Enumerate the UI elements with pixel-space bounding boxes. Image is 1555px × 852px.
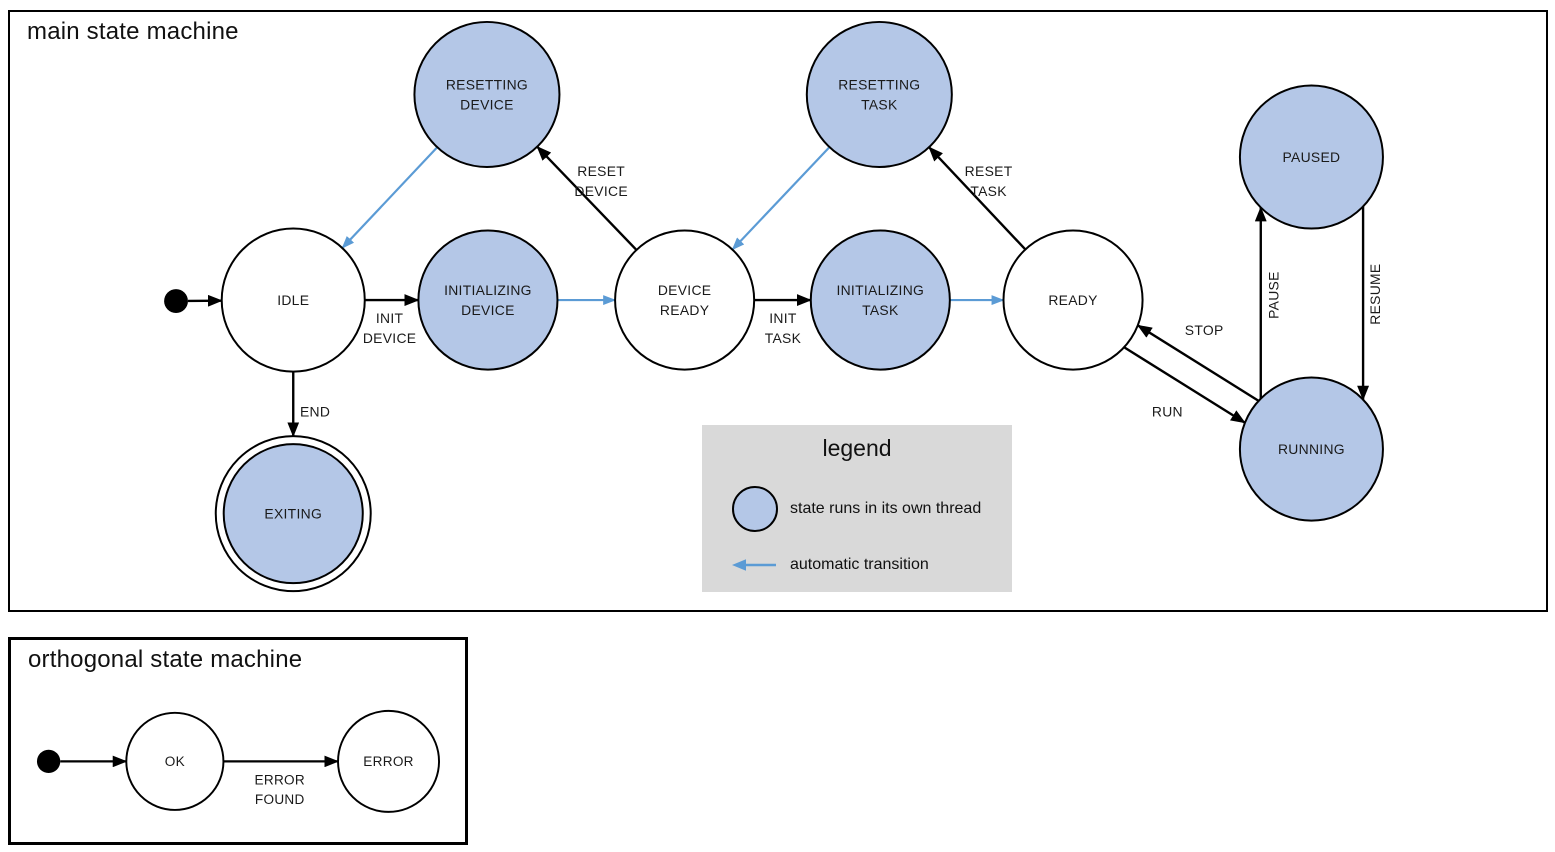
- state-exiting: EXITING: [214, 435, 372, 593]
- transition-label-line: RUN: [1152, 403, 1183, 419]
- state-label-line: RUNNING: [1278, 441, 1345, 457]
- initial-state-dot: [36, 749, 61, 774]
- state-label-line: PAUSED: [1282, 149, 1340, 165]
- transition-label-line: RESET: [577, 163, 625, 179]
- transition-label-line: TASK: [970, 183, 1007, 199]
- state-label-line: READY: [660, 302, 709, 318]
- state-circle-initializing-device: [417, 229, 559, 371]
- state-resetting-device: RESETTING DEVICE: [413, 20, 561, 168]
- state-label-line: DEVICE: [460, 96, 514, 112]
- transition-label-idle-exiting: END: [300, 403, 330, 419]
- state-circle-paused: [1238, 84, 1384, 230]
- state-label-line: OK: [165, 754, 185, 769]
- state-circle-idle: [220, 227, 366, 373]
- transition-label-ready-running: RUN: [1152, 403, 1183, 419]
- transition-label-running-ready: STOP: [1185, 322, 1224, 338]
- state-circle-ready: [1002, 229, 1144, 371]
- transition-label-idle-initializing-device: INIT DEVICE: [363, 310, 417, 346]
- state-running: RUNNING: [1238, 376, 1384, 522]
- state-label-line: DEVICE: [658, 282, 712, 298]
- state-initializing-task: INITIALIZING TASK: [809, 229, 951, 371]
- legend-item-threaded-state: state runs in its own thread: [702, 486, 1012, 532]
- main-state-machine-diagram: IDLE INITIALIZING DEVICE DEVICE READY INITIAL…: [164, 20, 1384, 593]
- legend-item-label: automatic transition: [790, 556, 929, 573]
- state-label-line: ERROR: [363, 754, 414, 769]
- state-circle-device-ready: [614, 229, 756, 371]
- transition-ready-to-running: [1123, 346, 1246, 424]
- state-label-line: EXITING: [264, 506, 322, 522]
- state-label-line: READY: [1048, 292, 1097, 308]
- transition-label-line: ERROR: [255, 772, 305, 787]
- final-state-inner-circle: [222, 443, 364, 585]
- transition-label-ready-resetting-task: RESET TASK: [965, 163, 1013, 199]
- state-initializing-device: INITIALIZING DEVICE: [417, 229, 559, 371]
- transition-label-ok-error: ERROR FOUND: [255, 772, 305, 806]
- transition-label-line: END: [300, 403, 330, 419]
- state-ok: OK: [125, 711, 225, 811]
- state-resetting-task: RESETTING TASK: [805, 20, 953, 168]
- legend-item-label: state runs in its own thread: [790, 500, 982, 517]
- legend-title: legend: [822, 435, 892, 461]
- transition-label-line: FOUND: [255, 792, 305, 807]
- state-device-ready: DEVICE READY: [614, 229, 756, 371]
- transition-running-to-ready: [1136, 324, 1260, 402]
- transition-label-device-ready-resetting-device: RESET DEVICE: [574, 163, 628, 199]
- state-label-line: TASK: [861, 96, 898, 112]
- state-circle-error: [337, 709, 440, 813]
- legend-box: legend state runs in its own thread auto…: [702, 425, 1012, 592]
- transition-label-line: INIT: [376, 310, 404, 326]
- initial-state-dot: [164, 289, 188, 313]
- orthogonal-state-machine-panel: OK ERROR ERROR FOUND orthogonal state machi…: [8, 637, 468, 845]
- transition-device-ready-to-resetting-device: [536, 145, 638, 251]
- state-label-line: IDLE: [277, 292, 309, 308]
- threaded-state-symbol: [732, 486, 778, 532]
- legend-item-auto-transition: automatic transition: [702, 556, 1012, 574]
- transition-ready-to-resetting-task: [928, 146, 1027, 251]
- transition-label-line: TASK: [765, 330, 802, 346]
- transition-label-line: RESUME: [1367, 264, 1383, 325]
- transition-label-line: DEVICE: [363, 330, 417, 346]
- transition-label-line: DEVICE: [574, 183, 628, 199]
- state-label-line: INITIALIZING: [444, 282, 532, 298]
- state-label-line: RESETTING: [446, 77, 528, 93]
- state-circle-ok: [125, 711, 225, 811]
- state-error: ERROR: [337, 709, 440, 813]
- transition-resetting-task-to-device-ready-automatic: [731, 146, 831, 251]
- state-label-line: DEVICE: [461, 302, 515, 318]
- state-circle-running: [1238, 376, 1384, 522]
- state-circle-initializing-task: [809, 229, 951, 371]
- transition-label-line: PAUSE: [1266, 271, 1282, 319]
- transition-label-paused-running: RESUME: [1367, 264, 1383, 325]
- auto-transition-arrow-icon: [732, 558, 778, 572]
- transition-label-line: STOP: [1185, 322, 1224, 338]
- state-paused: PAUSED: [1238, 84, 1384, 230]
- transition-label-line: INIT: [769, 310, 797, 326]
- state-label-line: INITIALIZING: [836, 282, 924, 298]
- main-state-machine-title: main state machine: [27, 18, 239, 45]
- orthogonal-state-machine-title: orthogonal state machine: [28, 646, 303, 673]
- transition-label-running-paused: PAUSE: [1266, 271, 1282, 319]
- state-label-line: TASK: [862, 302, 899, 318]
- transition-resetting-device-to-idle-automatic: [341, 146, 439, 249]
- orthogonal-state-machine-diagram: OK ERROR ERROR FOUND: [36, 709, 440, 813]
- state-circle-resetting-task: [805, 20, 953, 168]
- transition-label-line: RESET: [965, 163, 1013, 179]
- transition-label-device-ready-initializing-task: INIT TASK: [765, 310, 802, 346]
- state-circle-resetting-device: [413, 20, 561, 168]
- state-idle: IDLE: [220, 227, 366, 373]
- state-ready: READY: [1002, 229, 1144, 371]
- state-label-line: RESETTING: [838, 77, 920, 93]
